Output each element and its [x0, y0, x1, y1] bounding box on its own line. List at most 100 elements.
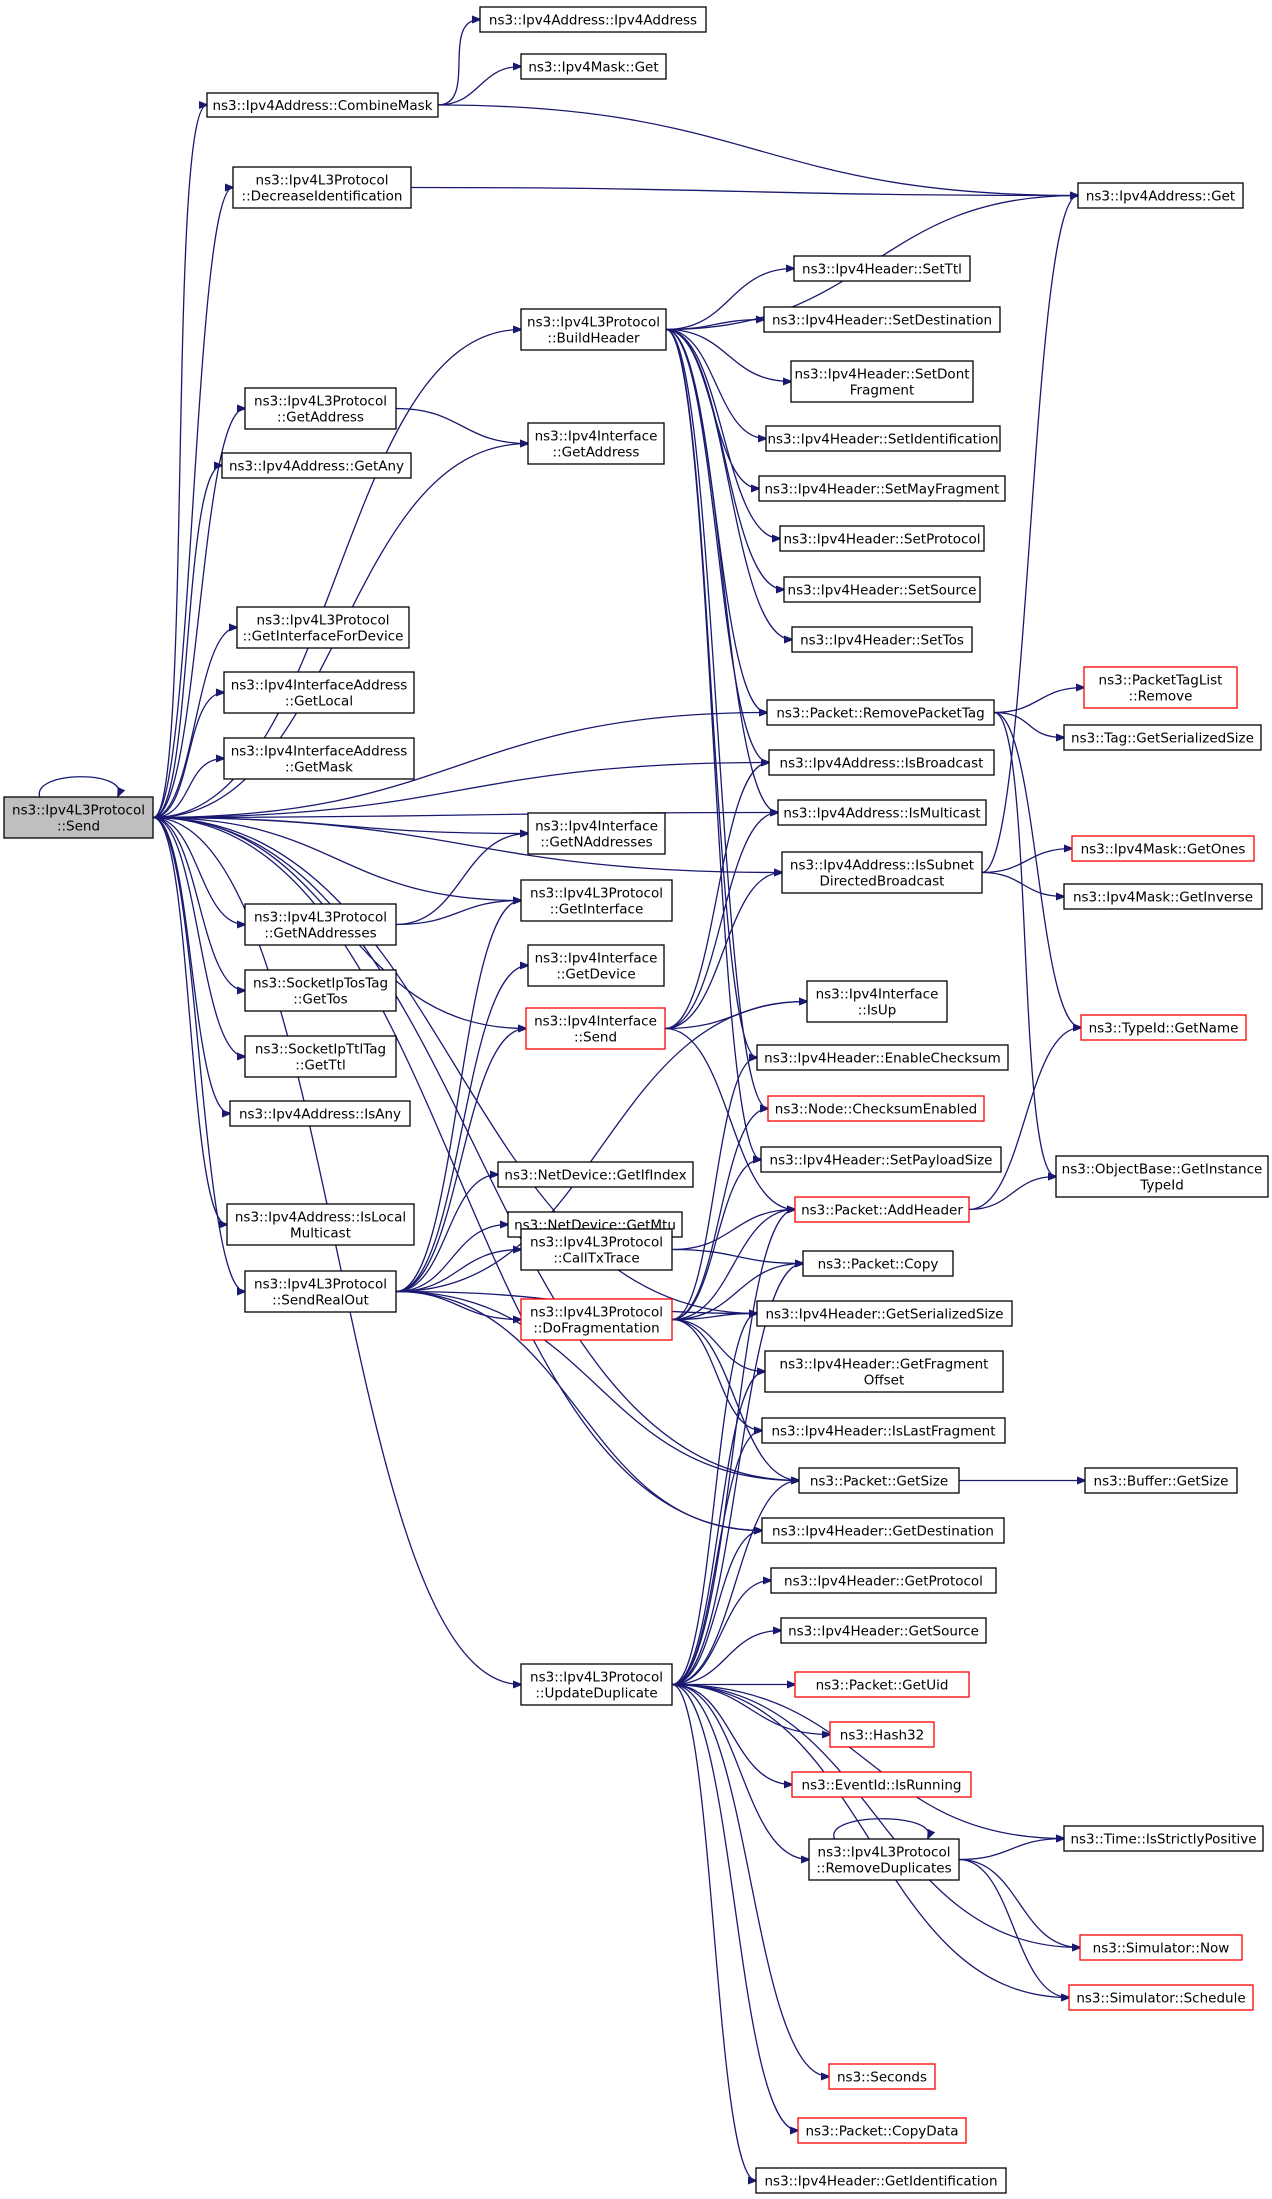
- node-box: [244, 903, 397, 946]
- node-setDest[interactable]: ns3::Ipv4Header::SetDestination: [763, 306, 1001, 333]
- node-getLocal[interactable]: ns3::Ipv4InterfaceAddress::GetLocal: [223, 671, 415, 714]
- edge-updateDup-to-getFragOff: [671, 1372, 765, 1686]
- node-getSource[interactable]: ns3::Ipv4Header::GetSource: [780, 1617, 987, 1644]
- node-sendRealOut[interactable]: ns3::Ipv4L3Protocol::SendRealOut: [244, 1270, 397, 1313]
- node-getAny[interactable]: ns3::Ipv4Address::GetAny: [221, 452, 412, 479]
- edge-isSubnetDB-to-getInverse: [981, 871, 1064, 897]
- node-getIdent[interactable]: ns3::Ipv4Header::GetIdentification: [755, 2167, 1007, 2194]
- node-doFrag[interactable]: ns3::Ipv4L3Protocol::DoFragmentation: [520, 1298, 673, 1341]
- node-getInterface[interactable]: ns3::Ipv4L3Protocol::GetInterface: [520, 879, 673, 922]
- edge-buildHeader-to-setProto: [665, 328, 780, 539]
- node-addHeader[interactable]: ns3::Packet::AddHeader: [794, 1196, 970, 1223]
- node-ipv4AddrCtor[interactable]: ns3::Ipv4Address::Ipv4Address: [479, 6, 707, 33]
- node-label: ::GetAddress: [553, 445, 640, 461]
- node-pktTagRemove[interactable]: ns3::PacketTagList::Remove: [1083, 666, 1238, 709]
- node-ifGetDevice[interactable]: ns3::Ipv4Interface::GetDevice: [527, 944, 665, 987]
- node-seconds[interactable]: ns3::Seconds: [828, 2063, 936, 2090]
- node-callTxTrace[interactable]: ns3::Ipv4L3Protocol::CallTxTrace: [520, 1228, 673, 1271]
- node-box: [1055, 1155, 1269, 1198]
- node-ifGetNAddr[interactable]: ns3::Ipv4Interface::GetNAddresses: [527, 812, 666, 855]
- node-tagSerSize[interactable]: ns3::Tag::GetSerializedSize: [1063, 724, 1262, 751]
- node-isStrictlyPos[interactable]: ns3::Time::IsStrictlyPositive: [1063, 1825, 1264, 1852]
- node-getSerSize[interactable]: ns3::Ipv4Header::GetSerializedSize: [756, 1300, 1013, 1327]
- node-isSubnetDB[interactable]: ns3::Ipv4Address::IsSubnetDirectedBroadc…: [781, 851, 983, 894]
- node-isAny[interactable]: ns3::Ipv4Address::IsAny: [229, 1100, 411, 1127]
- node-box: [1079, 1934, 1243, 1961]
- node-label: ns3::Hash32: [840, 1728, 924, 1744]
- node-getDest[interactable]: ns3::Ipv4Header::GetDestination: [761, 1517, 1005, 1544]
- edge-updateDup-to-getIdent: [671, 1683, 756, 2181]
- edge-send-to-getTtl: [152, 816, 245, 1057]
- node-ifIsUp[interactable]: ns3::Ipv4Interface::IsUp: [806, 980, 948, 1023]
- node-typeIdName[interactable]: ns3::TypeId::GetName: [1080, 1014, 1247, 1041]
- node-isLastFrag[interactable]: ns3::Ipv4Header::IsLastFragment: [761, 1417, 1006, 1444]
- node-simNow[interactable]: ns3::Simulator::Now: [1079, 1934, 1243, 1961]
- node-label: ns3::Ipv4Header::EnableChecksum: [764, 1051, 1001, 1067]
- node-box: [520, 1663, 673, 1706]
- node-box: [206, 92, 439, 118]
- node-hash32[interactable]: ns3::Hash32: [829, 1721, 935, 1748]
- node-send[interactable]: ns3::Ipv4L3Protocol::Send: [3, 796, 154, 839]
- node-isRunning[interactable]: ns3::EventId::IsRunning: [791, 1771, 972, 1798]
- edge-send-to-getIfForDev: [152, 628, 237, 819]
- node-removePktTag[interactable]: ns3::Packet::RemovePacketTag: [766, 699, 995, 726]
- node-updateDup[interactable]: ns3::Ipv4L3Protocol::UpdateDuplicate: [520, 1663, 673, 1706]
- node-setSource[interactable]: ns3::Ipv4Header::SetSource: [783, 576, 981, 603]
- node-getMask[interactable]: ns3::Ipv4InterfaceAddress::GetMask: [223, 737, 415, 780]
- node-label: ns3::Packet::Copy: [818, 1257, 939, 1273]
- edge-buildHeader-to-setIdent: [665, 328, 766, 439]
- node-simSchedule[interactable]: ns3::Simulator::Schedule: [1068, 1984, 1254, 2011]
- node-setTos[interactable]: ns3::Ipv4Header::SetTos: [791, 626, 973, 653]
- node-maskGet[interactable]: ns3::Ipv4Mask::Get: [520, 53, 667, 80]
- node-setProto[interactable]: ns3::Ipv4Header::SetProtocol: [779, 525, 985, 552]
- node-label: ::GetTos: [293, 992, 347, 1008]
- node-label: ns3::Ipv4Address::IsLocal: [235, 1210, 406, 1226]
- node-label: ns3::Buffer::GetSize: [1094, 1474, 1229, 1490]
- node-combineMask[interactable]: ns3::Ipv4Address::CombineMask: [206, 92, 439, 118]
- node-getProto[interactable]: ns3::Ipv4Header::GetProtocol: [770, 1567, 997, 1594]
- node-decId[interactable]: ns3::Ipv4L3Protocol::DecreaseIdentificat…: [232, 166, 412, 209]
- node-getTtl[interactable]: ns3::SocketIpTtlTag::GetTtl: [244, 1035, 397, 1078]
- node-setPayloadSize[interactable]: ns3::Ipv4Header::SetPayloadSize: [760, 1146, 1002, 1173]
- node-isMulticast[interactable]: ns3::Ipv4Address::IsMulticast: [777, 799, 987, 826]
- edge-send-to-getTos: [152, 816, 245, 991]
- node-ifSend[interactable]: ns3::Ipv4Interface::Send: [525, 1007, 666, 1050]
- edge-send-to-removePktTag: [152, 713, 767, 819]
- node-getNAddr[interactable]: ns3::Ipv4L3Protocol::GetNAddresses: [244, 903, 397, 946]
- edge-removePktTag-to-typeIdName: [993, 711, 1081, 1028]
- node-enableChecksum[interactable]: ns3::Ipv4Header::EnableChecksum: [756, 1044, 1009, 1071]
- node-getUid[interactable]: ns3::Packet::GetUid: [794, 1671, 970, 1698]
- node-addrGet[interactable]: ns3::Ipv4Address::Get: [1077, 182, 1244, 209]
- node-copyData[interactable]: ns3::Packet::CopyData: [797, 2117, 967, 2144]
- node-buildHeader[interactable]: ns3::Ipv4L3Protocol::BuildHeader: [520, 308, 667, 351]
- node-bufGetSize[interactable]: ns3::Buffer::GetSize: [1084, 1467, 1238, 1494]
- node-getTos[interactable]: ns3::SocketIpTosTag::GetTos: [244, 969, 397, 1012]
- node-label: ::RemoveDuplicates: [816, 1861, 951, 1877]
- node-checksumEnabled[interactable]: ns3::Node::ChecksumEnabled: [767, 1095, 985, 1122]
- node-label: ::GetInterface: [550, 902, 644, 918]
- node-getOnes[interactable]: ns3::Ipv4Mask::GetOnes: [1071, 835, 1255, 862]
- node-pktCopy[interactable]: ns3::Packet::Copy: [802, 1250, 954, 1277]
- node-setTtl[interactable]: ns3::Ipv4Header::SetTtl: [793, 255, 971, 282]
- node-label: ns3::Ipv4Mask::GetOnes: [1081, 842, 1246, 858]
- node-setIdent[interactable]: ns3::Ipv4Header::SetIdentification: [765, 425, 1001, 452]
- edge-getNAddr-to-ifGetNAddr: [395, 834, 528, 926]
- node-label: ns3::Ipv4L3Protocol: [530, 886, 663, 902]
- node-isBroadcast[interactable]: ns3::Ipv4Address::IsBroadcast: [768, 749, 995, 776]
- node-getIfIndex[interactable]: ns3::NetDevice::GetIfIndex: [497, 1161, 694, 1188]
- edge-buildHeader-to-isBroadcast: [665, 328, 769, 763]
- node-label: ns3::Ipv4Address::GetAny: [229, 459, 404, 475]
- node-getInverse[interactable]: ns3::Ipv4Mask::GetInverse: [1063, 883, 1263, 910]
- node-removeDups[interactable]: ns3::Ipv4L3Protocol::RemoveDuplicates: [808, 1838, 960, 1881]
- node-label: ns3::Ipv4Header::GetIdentification: [765, 2174, 998, 2190]
- node-pktGetSize[interactable]: ns3::Packet::GetSize: [798, 1467, 960, 1494]
- edge-doFrag-to-addHeader: [671, 1210, 795, 1321]
- node-setMayFrag[interactable]: ns3::Ipv4Header::SetMayFragment: [758, 475, 1006, 502]
- node-getAddress[interactable]: ns3::Ipv4L3Protocol::GetAddress: [244, 387, 397, 430]
- node-getIfForDev[interactable]: ns3::Ipv4L3Protocol::GetInterfaceForDevi…: [236, 606, 410, 649]
- node-ifGetAddress[interactable]: ns3::Ipv4Interface::GetAddress: [527, 422, 665, 465]
